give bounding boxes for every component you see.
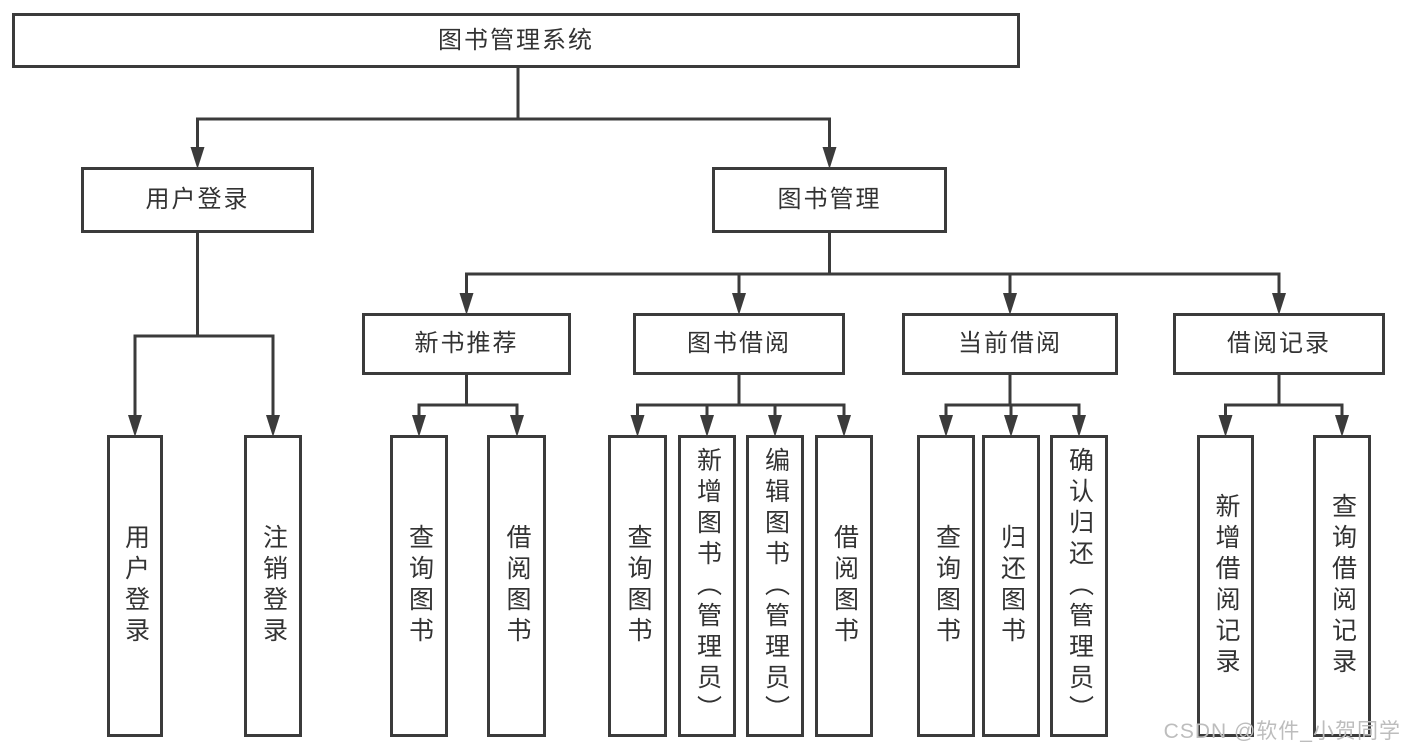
csdn-watermark: CSDN @软件_小贺同学 bbox=[1163, 720, 1401, 743]
leaf-add-book-admin: 新增图书（管理员） bbox=[678, 435, 736, 737]
leaf-borrow-books-recommend: 借阅图书 bbox=[487, 435, 546, 737]
leaf-query-borrow-record: 查询借阅记录 bbox=[1313, 435, 1371, 737]
node-current-borrow: 当前借阅 bbox=[902, 313, 1118, 375]
node-borrow-records: 借阅记录 bbox=[1173, 313, 1385, 375]
node-book-management: 图书管理 bbox=[712, 167, 947, 233]
leaf-edit-book-admin: 编辑图书（管理员） bbox=[746, 435, 804, 737]
leaf-return-books: 归还图书 bbox=[982, 435, 1040, 737]
leaf-logout: 注销登录 bbox=[244, 435, 302, 737]
leaf-add-borrow-record: 新增借阅记录 bbox=[1197, 435, 1254, 737]
node-user-login: 用户登录 bbox=[81, 167, 314, 233]
leaf-confirm-return-admin: 确认归还（管理员） bbox=[1050, 435, 1108, 737]
leaf-query-books-borrow: 查询图书 bbox=[608, 435, 667, 737]
leaf-query-books-current: 查询图书 bbox=[917, 435, 975, 737]
leaf-user-login: 用户登录 bbox=[107, 435, 163, 737]
node-new-book-recommend: 新书推荐 bbox=[362, 313, 571, 375]
leaf-query-books-recommend: 查询图书 bbox=[390, 435, 448, 737]
node-book-borrow: 图书借阅 bbox=[633, 313, 845, 375]
node-root-system: 图书管理系统 bbox=[12, 13, 1020, 68]
leaf-borrow-books: 借阅图书 bbox=[815, 435, 873, 737]
